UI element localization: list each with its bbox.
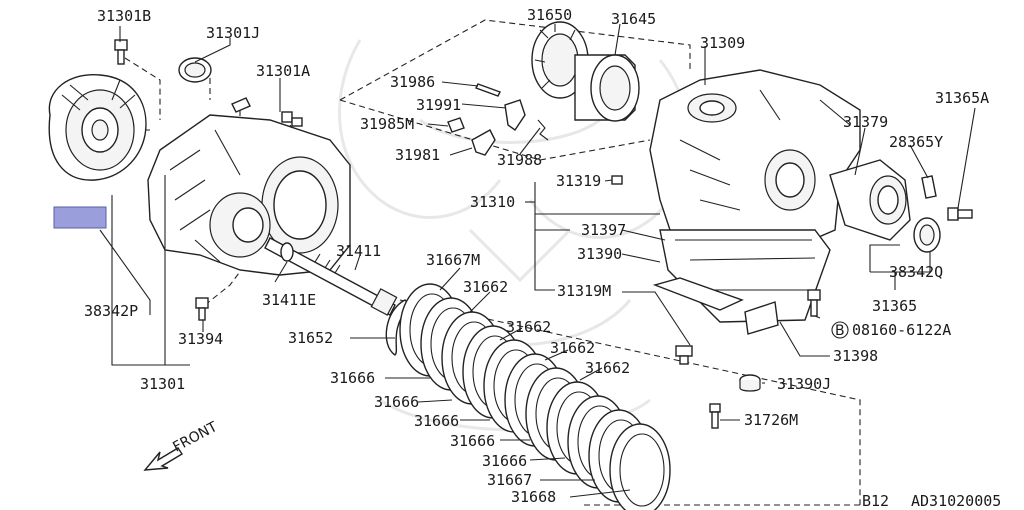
callout-08160-6122a: 08160-6122A	[852, 321, 951, 339]
cylinder-31645[interactable]	[574, 54, 640, 122]
page-ref: B12	[862, 492, 889, 510]
callout-31986: 31986	[390, 73, 435, 91]
clutch-plate-inner	[619, 433, 665, 507]
callout-31390j: 31390J	[777, 375, 831, 393]
pin-31986[interactable]	[475, 83, 501, 97]
bracket-31981[interactable]	[471, 129, 496, 156]
oil-pan-31390[interactable]	[659, 229, 831, 323]
callout-31379: 31379	[843, 113, 888, 131]
bolt-31726m[interactable]	[709, 403, 721, 429]
clutch-plates	[399, 283, 671, 510]
callout-31652: 31652	[288, 329, 333, 347]
callout-31411e: 31411E	[262, 291, 316, 309]
converter-housing[interactable]	[147, 114, 351, 276]
leader-lines	[99, 23, 976, 498]
callout-31666-d: 31666	[450, 432, 495, 450]
callout-31985m: 31985M	[360, 115, 414, 133]
converter-housing-group	[48, 39, 398, 321]
front-direction-indicator: FRONT	[143, 419, 220, 471]
callout-31662-d: 31662	[585, 359, 630, 377]
callout-31365a: 31365A	[935, 89, 989, 107]
circle-b-letter: B	[835, 323, 845, 339]
callout-31319m: 31319M	[557, 282, 611, 300]
callout-31726m: 31726M	[744, 411, 798, 429]
callout-31394: 31394	[178, 330, 223, 348]
bracket-28365y[interactable]	[921, 175, 937, 199]
callout-31365: 31365	[872, 297, 917, 315]
callout-31301a: 31301A	[256, 62, 310, 80]
clutch-plate[interactable]	[609, 423, 671, 510]
bolt-31301b[interactable]	[114, 39, 128, 65]
callout-31397: 31397	[581, 221, 626, 239]
strainer-31319m[interactable]	[652, 277, 744, 311]
front-label: FRONT	[170, 419, 220, 456]
plug-31319[interactable]	[611, 175, 623, 185]
callout-31309: 31309	[700, 34, 745, 52]
callout-31666-a: 31666	[330, 369, 375, 387]
callout-31650: 31650	[527, 6, 572, 24]
bolt-31301a[interactable]	[281, 111, 303, 127]
callout-31301: 31301	[140, 375, 185, 393]
callout-labels: 31301B 31301J 31301A 31650 31645 31309 3…	[84, 6, 989, 506]
callout-31662-a: 31662	[463, 278, 508, 296]
callout-31645: 31645	[611, 10, 656, 28]
callout-38342p: 38342P	[84, 302, 138, 320]
callout-31662-b: 31662	[506, 318, 551, 336]
callout-31988: 31988	[497, 151, 542, 169]
shaft-ring-31411e[interactable]	[280, 242, 294, 262]
callout-31301j: 31301J	[206, 24, 260, 42]
oring-31301j[interactable]	[178, 57, 212, 83]
callout-31668: 31668	[511, 488, 556, 506]
oil-seal-highlight[interactable]	[53, 206, 107, 229]
callout-31667m: 31667M	[426, 251, 480, 269]
callout-31411: 31411	[336, 242, 381, 260]
callout-31991: 31991	[416, 96, 461, 114]
callout-31390: 31390	[577, 245, 622, 263]
transmission-case-group	[611, 69, 973, 429]
drain-plug[interactable]	[675, 345, 693, 365]
magnet-31390j[interactable]	[739, 374, 761, 392]
upper-center-group	[339, 19, 691, 161]
clutch-pack-group	[385, 283, 861, 510]
circle-b-marker: B	[831, 321, 849, 339]
bolt-31394[interactable]	[195, 297, 209, 321]
oil-pump-cover[interactable]	[48, 74, 147, 181]
callout-31981: 31981	[395, 146, 440, 164]
input-shaft-31411[interactable]	[264, 237, 398, 316]
bolt-08160[interactable]	[807, 289, 821, 317]
callout-38342q: 38342Q	[889, 263, 943, 281]
transmission-case[interactable]	[649, 69, 861, 251]
callout-31666-e: 31666	[482, 452, 527, 470]
callout-31662-c: 31662	[550, 339, 595, 357]
lever-31991[interactable]	[504, 99, 526, 131]
callout-31398: 31398	[833, 347, 878, 365]
spring-31988[interactable]	[537, 119, 549, 141]
clip-31985m[interactable]	[447, 117, 465, 133]
extension-31379[interactable]	[829, 159, 911, 241]
callout-31319: 31319	[556, 172, 601, 190]
seal-38342q[interactable]	[913, 217, 941, 253]
callout-28365y: 28365Y	[889, 133, 943, 151]
drum-31650[interactable]	[531, 21, 589, 99]
magnet-31398[interactable]	[744, 301, 779, 335]
bolt-31365a[interactable]	[947, 207, 973, 221]
callout-31667: 31667	[487, 471, 532, 489]
diagram-code: AD31020005	[911, 492, 1001, 510]
callout-31666-b: 31666	[374, 393, 419, 411]
front-arrow-icon	[143, 447, 183, 471]
bracket-31301j[interactable]	[231, 97, 251, 113]
callout-31301b: 31301B	[97, 7, 151, 25]
callout-31310: 31310	[470, 193, 515, 211]
callout-31666-c: 31666	[414, 412, 459, 430]
